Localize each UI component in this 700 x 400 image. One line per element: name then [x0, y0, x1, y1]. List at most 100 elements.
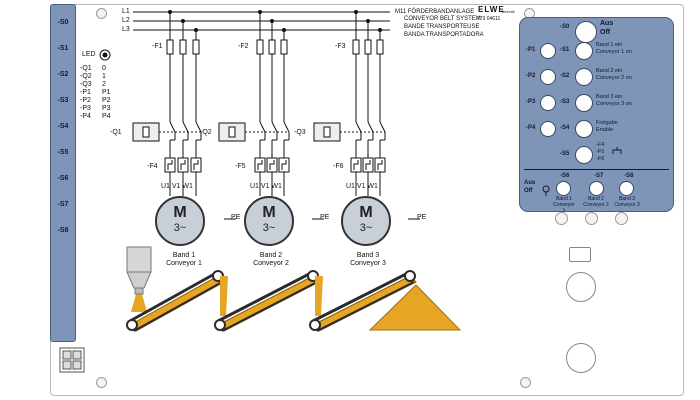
s3-text-1: Band 3 ein [596, 94, 623, 100]
s1-text-2: Conveyor 1 on [596, 49, 632, 55]
rail-label-s3: -S3 [57, 97, 69, 104]
left-terminal-rail: -S0 -S1 -S2 -S3 -S4 -S5 -S6 -S7 -S8 [50, 4, 76, 342]
led-row-b: P3 [102, 105, 111, 112]
s0-aus-label: Aus [600, 20, 614, 27]
aus-label: Aus [524, 180, 536, 186]
led-row-b: P1 [102, 89, 111, 96]
terminals-label-2: U1 V1 W1 [250, 183, 282, 190]
start-button-s1[interactable] [575, 42, 593, 60]
led-row-b: P4 [102, 113, 111, 120]
stop-button-s7[interactable] [589, 181, 604, 196]
title-line-2: CONVEYOR BELT SYSTEM [404, 16, 481, 22]
motor-caption-3: Band 3 Conveyor 3 [342, 252, 394, 268]
motor-3: M 3~ [341, 196, 391, 246]
led-row-a: -Q3 [80, 81, 92, 88]
overload-symbol-icon [612, 147, 622, 154]
s8-caption-1: Band 3 [619, 196, 635, 202]
button-label-s5: -S5 [560, 151, 570, 157]
led-row-b: 0 [102, 65, 106, 72]
button-label-s6: -S6 [560, 173, 570, 179]
terminals-label-1: U1 V1 W1 [161, 183, 193, 190]
title-line-1: M11 FÖRDERBANDANLAGE [395, 9, 475, 15]
s1-text-1: Band 1 ein [596, 42, 623, 48]
rail-label-s7: -S7 [57, 201, 69, 208]
button-label-s3: -S3 [560, 99, 570, 105]
lamp-label-p4: -P4 [526, 125, 536, 131]
stop-button-s6[interactable] [556, 181, 571, 196]
s7-caption: Band 2 Conveyor 2 [583, 196, 609, 208]
enable-button-s4[interactable] [575, 120, 593, 138]
lamp-p2 [540, 69, 556, 85]
motor-caption-line2: Conveyor 3 [350, 260, 386, 267]
control-box: -S0 Aus Off -P1 -S1 Band 1 ein Conveyor … [519, 17, 674, 214]
s4-text-1: Freigabe [596, 120, 618, 126]
s7-caption-1: Band 2 [588, 196, 604, 202]
lamp-p1 [540, 43, 556, 59]
contactor-label-q1: -Q1 [110, 129, 122, 136]
socket-1 [555, 212, 568, 225]
motor-symbol: M [173, 204, 187, 221]
round-knob-2[interactable] [566, 343, 596, 373]
socket-3 [615, 212, 628, 225]
start-button-s3[interactable] [575, 94, 593, 112]
s0-off-label: Off [600, 29, 611, 36]
screw-top-left [96, 8, 107, 19]
stop-symbol-icon [542, 185, 550, 196]
led-row-b: 2 [102, 81, 106, 88]
motor-caption-1: Band 1 Conveyor 1 [158, 252, 210, 268]
socket-2 [585, 212, 598, 225]
switch-slot[interactable] [569, 247, 591, 262]
line-label-l1: L1 [122, 8, 130, 15]
led-row-a: -P2 [80, 97, 91, 104]
lamp-p3 [540, 95, 556, 111]
stop-button-s8[interactable] [619, 181, 634, 196]
s8-caption-2: Conveyor 3 [614, 202, 640, 208]
elwe-logo: ELWE [478, 5, 505, 14]
s5-text-f5: -F5 [596, 149, 605, 155]
screw-bottom-left [96, 377, 107, 388]
hopper-icon [126, 246, 152, 295]
stop-button-s0[interactable] [575, 21, 597, 43]
off-label: Off [524, 188, 533, 194]
motor-phase: 3~ [173, 222, 187, 234]
divider [524, 169, 669, 170]
button-label-s2: -S2 [560, 73, 570, 79]
led-title: LED [82, 51, 96, 58]
motor-phase: 3~ [262, 222, 276, 234]
pe-label-2: PE [320, 214, 330, 221]
motor-caption-line2: Conveyor 1 [166, 260, 202, 267]
led-row-a: -P4 [80, 113, 91, 120]
rail-label-s0: -S0 [57, 19, 69, 26]
led-row-a: -Q2 [80, 73, 92, 80]
s6-caption-2: Conveyor 1 [553, 202, 575, 214]
button-label-s4: -S4 [560, 125, 570, 131]
reset-button-s5[interactable] [575, 146, 593, 164]
pe-label-1: PE [231, 214, 241, 221]
title-line-4: BANDA TRANSPORTADORA [404, 32, 484, 38]
motor-caption-2: Band 2 Conveyor 2 [245, 252, 297, 268]
motor-caption-line1: Band 2 [259, 252, 283, 259]
motor-symbol: M [359, 204, 373, 221]
motor-caption-line2: Conveyor 2 [253, 260, 289, 267]
s3-text-2: Conveyor 3 on [596, 101, 632, 107]
led-row-b: 1 [102, 73, 106, 80]
s0-label: -S0 [560, 24, 570, 30]
motor-2: M 3~ [244, 196, 294, 246]
s4-text-2: Enable [596, 127, 614, 133]
motor-symbol: M [262, 204, 276, 221]
s5-text-f4: -F4 [596, 142, 605, 148]
s2-text-1: Band 2 ein [596, 68, 623, 74]
screw-bottom-right [520, 377, 531, 388]
s8-caption: Band 3 Conveyor 3 [614, 196, 640, 208]
start-button-s2[interactable] [575, 68, 593, 86]
material-pile [368, 284, 462, 331]
s6-caption: Band 1 Conveyor 1 [552, 196, 576, 214]
s5-text-f6: -F6 [596, 156, 605, 162]
line-label-l2: L2 [122, 17, 130, 24]
round-knob-1[interactable] [566, 272, 596, 302]
lamp-label-p3: -P3 [526, 99, 536, 105]
product-code: 773 04611 [477, 16, 501, 22]
lamp-p4 [540, 121, 556, 137]
